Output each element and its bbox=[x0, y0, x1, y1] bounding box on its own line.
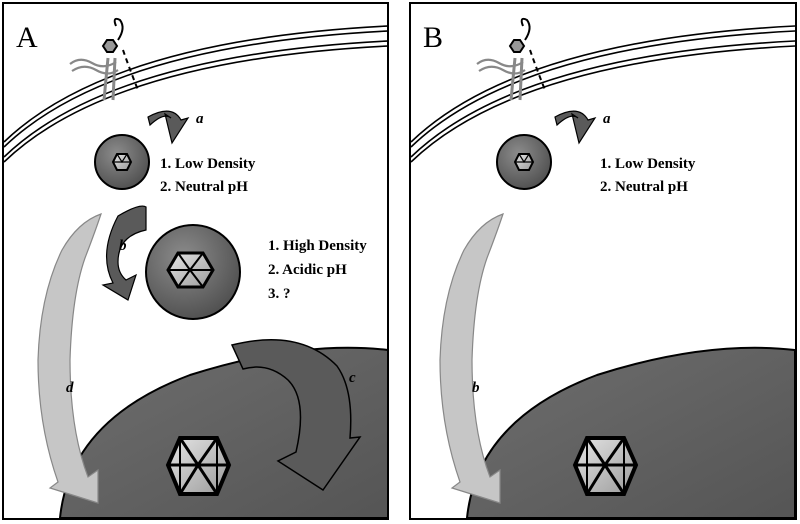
virus-particle-icon bbox=[111, 153, 133, 171]
bound-virus-icon bbox=[508, 39, 526, 53]
plasma-membrane bbox=[411, 25, 795, 163]
virus-particle-icon bbox=[166, 251, 215, 289]
receptor-complex bbox=[476, 17, 546, 101]
plasma-membrane bbox=[4, 25, 387, 163]
receptor-complex bbox=[69, 17, 139, 101]
arrow-a bbox=[147, 110, 190, 145]
large-vesicle-property: 1. High Density bbox=[268, 238, 367, 254]
step-label-c: c bbox=[349, 370, 356, 386]
step-label-b: b bbox=[472, 380, 480, 396]
nuclear-virus-icon bbox=[165, 436, 232, 496]
nucleus bbox=[465, 346, 795, 518]
small-vesicle-property: 2. Neutral pH bbox=[160, 179, 248, 195]
small-vesicle-property: 1. Low Density bbox=[160, 156, 256, 172]
panel-a-letter: A bbox=[16, 21, 38, 54]
small-vesicle-property: 1. Low Density bbox=[600, 156, 696, 172]
large-vesicle-property: 2. Acidic pH bbox=[268, 262, 347, 278]
panel-b-letter: B bbox=[423, 21, 443, 54]
nuclear-virus-icon bbox=[572, 436, 639, 496]
panel-a: A a b c d 1. Low Density 2. Neutral pH 1… bbox=[2, 2, 389, 520]
large-vesicle-property: 3. ? bbox=[268, 286, 291, 302]
panel-b: B a b 1. Low Density 2. Neutral pH bbox=[409, 2, 797, 520]
step-label-d: d bbox=[66, 380, 74, 396]
arrow-a bbox=[554, 110, 597, 145]
bound-virus-icon bbox=[101, 39, 119, 53]
arrow-b bbox=[101, 205, 147, 301]
arrow-b bbox=[439, 213, 504, 504]
virus-particle-icon bbox=[513, 153, 535, 171]
arrow-c bbox=[230, 339, 362, 492]
step-label-b: b bbox=[119, 238, 127, 254]
small-vesicle-property: 2. Neutral pH bbox=[600, 179, 688, 195]
step-label-a: a bbox=[196, 111, 204, 127]
step-label-a: a bbox=[603, 111, 611, 127]
arrow-d bbox=[37, 213, 102, 504]
